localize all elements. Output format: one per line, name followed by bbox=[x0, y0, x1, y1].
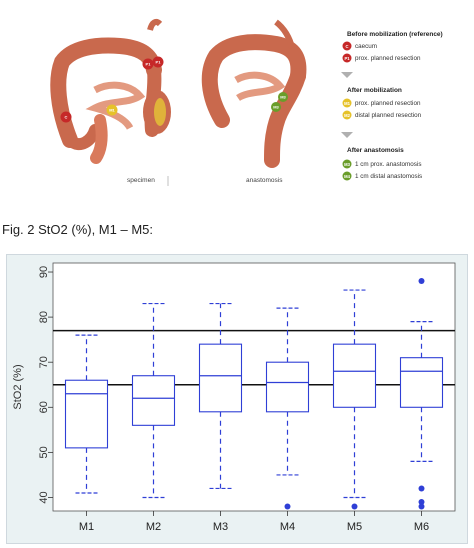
legend-badge-text: M2 bbox=[344, 113, 350, 118]
outlier-point bbox=[418, 485, 425, 492]
x-tick-label: M5 bbox=[347, 521, 362, 533]
outlier-point bbox=[418, 503, 425, 510]
colon-marker-text: M3 bbox=[273, 105, 279, 110]
plot-area bbox=[52, 262, 456, 512]
colon-marker-text: M1 bbox=[109, 108, 115, 113]
colon-marker-text: P1 bbox=[146, 62, 152, 67]
anastomosis-colon-drawing: anastomosis bbox=[201, 19, 307, 184]
legend-group3-title: After anastomosis bbox=[347, 147, 404, 154]
y-tick-label: 60 bbox=[38, 401, 50, 413]
legend-group1-title: Before mobilization (reference) bbox=[347, 31, 443, 38]
legend-badge-text: P1 bbox=[344, 56, 350, 61]
colon-marker-text: M3 bbox=[280, 95, 286, 100]
box-m4 bbox=[265, 361, 310, 413]
x-tick-label: M6 bbox=[414, 521, 429, 533]
colon-illustration: specimen anastomosis Before mobilization… bbox=[50, 19, 443, 186]
x-tick-label: M3 bbox=[213, 521, 228, 533]
legend-arrow-icon bbox=[341, 132, 353, 138]
x-tick-label: M4 bbox=[280, 521, 295, 533]
outlier-point bbox=[418, 278, 425, 285]
outlier-point bbox=[351, 503, 358, 510]
outlier-point bbox=[284, 503, 291, 510]
y-tick-label: 70 bbox=[38, 356, 50, 368]
x-tick-label: M1 bbox=[79, 521, 94, 533]
legend-badge-c bbox=[342, 41, 352, 51]
y-tick-label: 50 bbox=[38, 446, 50, 458]
y-tick-label: 90 bbox=[38, 266, 50, 278]
legend-badge-text: M3 bbox=[344, 162, 350, 167]
legend-badge-text: M1 bbox=[344, 101, 350, 106]
box-m1 bbox=[64, 379, 109, 449]
colon-marker-text: C bbox=[65, 115, 68, 120]
marker-legend: Before mobilization (reference) caecum p… bbox=[341, 31, 443, 181]
outlier-point bbox=[418, 498, 425, 505]
legend-item-p1: prox. planned resection bbox=[355, 55, 421, 62]
anastomosis-label: anastomosis bbox=[246, 177, 283, 184]
legend-group2-title: After mobilization bbox=[347, 87, 402, 94]
specimen-label: specimen bbox=[127, 177, 155, 184]
legend-badge-m2 bbox=[342, 110, 352, 120]
legend-item-m3: 1 cm prox. anastomosis bbox=[355, 161, 422, 168]
x-tick-label: M2 bbox=[146, 521, 161, 533]
box-m6 bbox=[399, 357, 444, 408]
legend-badge-p1 bbox=[342, 53, 352, 63]
legend-badge-text: C bbox=[345, 44, 348, 49]
figure-caption: Fig. 2 StO2 (%), M1 – M5: bbox=[2, 222, 153, 237]
legend-arrow-icon bbox=[341, 72, 353, 78]
y-axis-label: StO2 (%) bbox=[12, 364, 24, 409]
legend-badge-m3 bbox=[342, 159, 352, 169]
legend-item-m4: 1 cm distal anastomosis bbox=[355, 173, 422, 180]
legend-badge-text: M4 bbox=[344, 174, 350, 179]
legend-item-m2: distal planned resection bbox=[355, 112, 422, 119]
y-tick-label: 40 bbox=[38, 491, 50, 503]
box-m5 bbox=[332, 343, 377, 408]
y-tick-label: 80 bbox=[38, 311, 50, 323]
legend-item-m1: prox. planned resection bbox=[355, 100, 421, 107]
colon-marker-text: P1 bbox=[156, 60, 162, 65]
box-m2 bbox=[131, 375, 176, 426]
legend-item-c: caecum bbox=[355, 43, 377, 50]
specimen-colon-drawing: specimen bbox=[50, 19, 171, 186]
legend-badge-m4 bbox=[342, 171, 352, 181]
box-m3 bbox=[198, 343, 243, 413]
legend-badge-m1 bbox=[342, 98, 352, 108]
